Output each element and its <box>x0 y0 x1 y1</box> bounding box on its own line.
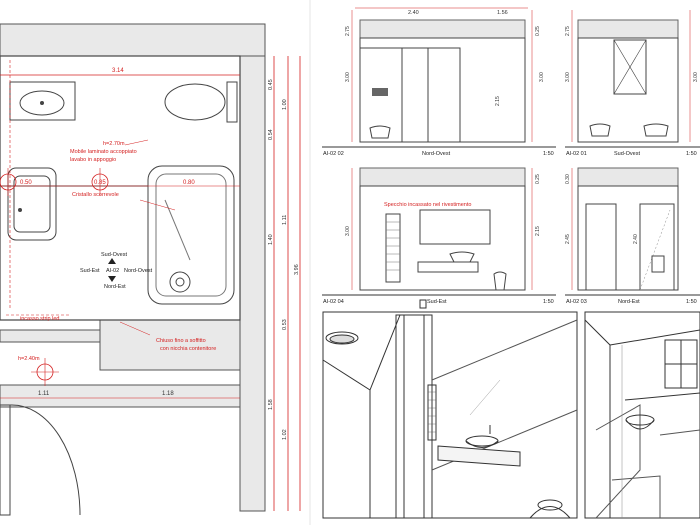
ne-door <box>585 203 617 291</box>
ne-shower-glass <box>639 203 675 291</box>
ne-scale: 1:50 <box>686 299 697 305</box>
nw-shower-panel <box>359 47 461 143</box>
note-cristallo: Cristallo scorrevole <box>72 192 119 198</box>
nw-id: AI-02 02 <box>323 151 344 157</box>
perspective-view-2 <box>584 311 700 519</box>
vanity-cabinet <box>7 167 57 241</box>
note-mobile-1: Mobile laminato accoppiato <box>70 149 137 155</box>
se-radiator <box>385 213 401 283</box>
svg-text:3.00: 3.00 <box>539 72 545 82</box>
se-id: AI-02 04 <box>323 299 344 305</box>
svg-text:1.11: 1.11 <box>282 215 288 225</box>
dim-mid-right: 0.80 <box>183 180 195 186</box>
se-mirror <box>419 209 491 245</box>
note-h240: h=2.40m <box>18 356 40 362</box>
elevation-nord-est: 0.30 2.45 2.40 AI-02 03 Nord-Est 1:50 <box>565 167 700 305</box>
dim-left-small: 0.50 <box>20 180 32 186</box>
p1-vanity <box>437 445 521 467</box>
dim-bottom-right: 1.18 <box>162 391 174 397</box>
svg-text:1.58: 1.58 <box>268 399 274 410</box>
nw-title: Nord-Ovest <box>422 151 451 157</box>
elevation-sud-ovest: 2.75 3.00 3.00 AI-02 01 Sud-Ovest 1:50 <box>565 10 700 157</box>
nw-ceiling <box>359 19 526 39</box>
svg-text:Sud-Ovest: Sud-Ovest <box>101 252 127 258</box>
sw-window <box>613 39 647 95</box>
dim-bottom-left: 1.11 <box>38 391 50 397</box>
shower-tray <box>147 165 235 305</box>
svg-text:1.56: 1.56 <box>497 10 508 16</box>
svg-text:0.25: 0.25 <box>535 174 541 184</box>
svg-text:3.96: 3.96 <box>294 264 300 275</box>
nw-scale: 1:50 <box>543 151 554 157</box>
shower-drain <box>169 271 191 293</box>
sw-id: AI-02 01 <box>566 151 587 157</box>
se-scale: 1:50 <box>543 299 554 305</box>
svg-text:Nord-Est: Nord-Est <box>104 284 126 290</box>
wall-top <box>0 23 266 57</box>
door-swing <box>9 404 81 516</box>
perspective-view-1 <box>322 299 578 519</box>
wall-bottom-divider <box>99 319 241 371</box>
basin-top <box>19 90 65 116</box>
svg-text:2.75: 2.75 <box>565 26 571 36</box>
svg-text:0.54: 0.54 <box>268 129 274 140</box>
ne-title: Nord-Est <box>618 299 640 305</box>
floor-plan: 3.14 0.50 0.85 0.80 1.11 1.18 h=2.70m Mo… <box>0 23 301 516</box>
svg-text:2.15: 2.15 <box>495 96 501 106</box>
se-vanity <box>417 261 479 273</box>
note-incasso: incasso strip led <box>20 316 59 322</box>
svg-text:0.53: 0.53 <box>282 319 288 330</box>
svg-text:AI-02: AI-02 <box>106 268 119 274</box>
svg-text:1.02: 1.02 <box>282 429 288 440</box>
ne-id: AI-02 03 <box>566 299 587 305</box>
wall-left-stub <box>0 329 101 343</box>
se-note: Specchio incassato nel rivestimento <box>384 202 471 208</box>
svg-text:3.00: 3.00 <box>345 72 351 82</box>
svg-text:3.00: 3.00 <box>693 72 699 82</box>
svg-text:0.45: 0.45 <box>268 79 274 90</box>
svg-text:2.75: 2.75 <box>345 26 351 36</box>
orientation-compass: Sud-Ovest Sud-Est AI-02 Nord-Ovest Nord-… <box>80 252 153 290</box>
svg-text:0.25: 0.25 <box>535 26 541 36</box>
wall-right <box>239 55 266 512</box>
svg-text:Sud-Est: Sud-Est <box>80 268 100 274</box>
vanity-top <box>9 81 76 121</box>
note-mobile-2: lavabo in appoggio <box>70 157 116 163</box>
sw-title: Sud-Ovest <box>614 151 640 157</box>
sw-scale: 1:50 <box>686 151 697 157</box>
svg-text:1.40: 1.40 <box>268 234 274 245</box>
vertical-dimensions: 0.45 0.54 1.40 1.58 1.00 1.11 0.53 1.02 … <box>268 56 301 511</box>
svg-text:2.45: 2.45 <box>565 234 571 244</box>
svg-text:3.00: 3.00 <box>345 226 351 236</box>
toilet <box>164 83 226 121</box>
svg-text:0.30: 0.30 <box>565 174 571 184</box>
elevation-nord-ovest: 2.40 1.56 2.75 3.00 3.00 2.15 0.25 AI-02… <box>322 7 556 157</box>
note-mobile-h: h=2.70m <box>103 141 125 147</box>
svg-text:2.40: 2.40 <box>408 10 419 16</box>
wall-bottom <box>0 384 241 408</box>
svg-text:Nord-Ovest: Nord-Ovest <box>124 268 153 274</box>
svg-text:2.40: 2.40 <box>633 234 639 244</box>
room-outline <box>0 55 241 321</box>
note-chiuso-1: Chiuso fino a soffitto <box>156 338 206 344</box>
dim-top: 3.14 <box>112 68 124 74</box>
note-chiuso-2: con nicchia contenitore <box>160 346 216 352</box>
svg-text:1.00: 1.00 <box>282 99 288 110</box>
elevation-sud-est: Specchio incassato nel rivestimento 3.00… <box>322 167 556 305</box>
se-title: Sud-Est <box>427 299 447 305</box>
svg-text:3.00: 3.00 <box>565 72 571 82</box>
svg-text:2.15: 2.15 <box>535 226 541 236</box>
